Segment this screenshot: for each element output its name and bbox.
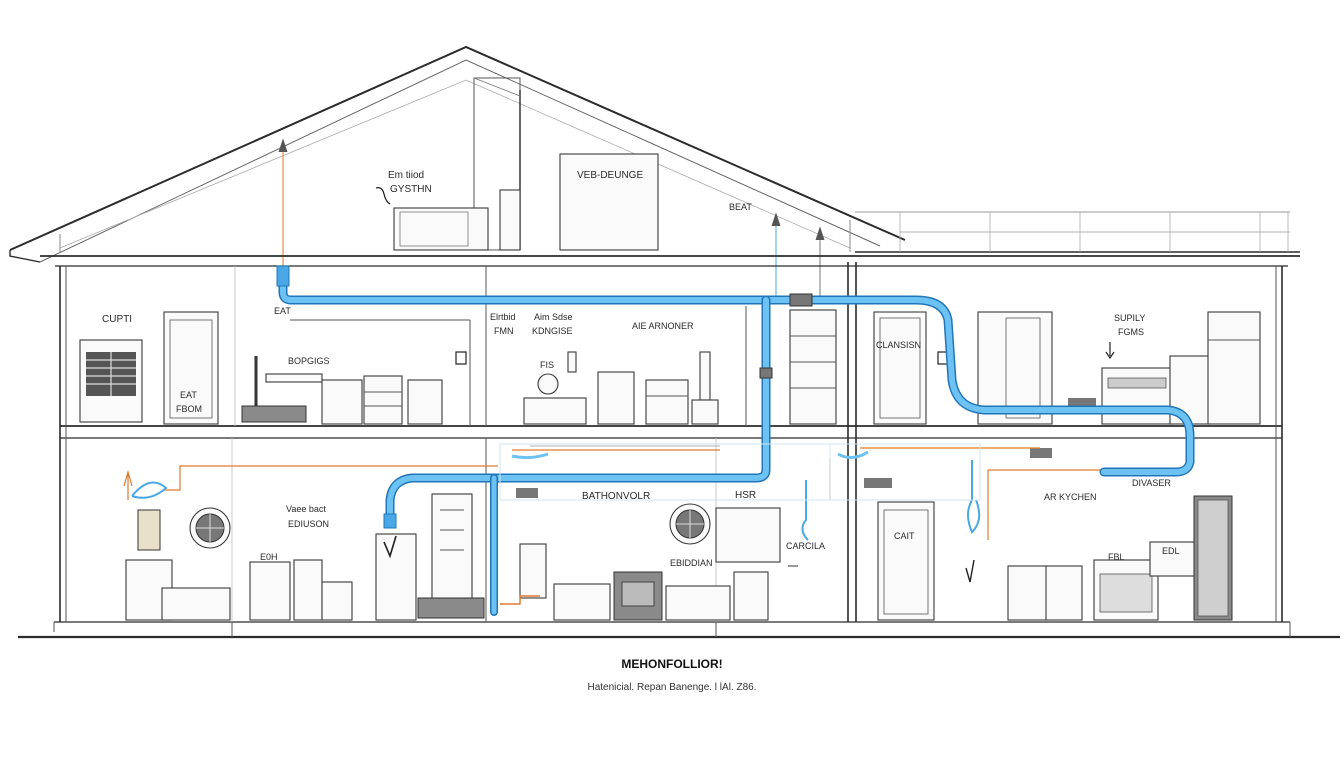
room-labels: Em tiiod GYSTHN VEB-DEUNGE BEAT CUPTI EA… (102, 170, 1180, 568)
lower-left-room-label-2: EDIUSON (288, 519, 329, 529)
attic-right-label: BEAT (729, 202, 752, 212)
lower-carcila-label: CARCILA (786, 541, 825, 551)
upper-far-left-label: CUPTI (102, 314, 132, 325)
lower-floor-furniture (125, 448, 1233, 621)
upper-room-label-1: EAT (180, 390, 197, 400)
upper-floor-furniture (79, 309, 1261, 425)
attic-left-label-2: GYSTHN (390, 184, 432, 195)
upper-supply-label-2: FGMS (1118, 327, 1144, 337)
upper-classen-label: CLANSISN (876, 340, 921, 350)
upper-supply-label-1: SUPILY (1114, 313, 1145, 323)
blue-ductwork (131, 265, 1195, 616)
upper-bogs-label: BOPGIGS (288, 356, 330, 366)
building-structure (18, 255, 1340, 639)
upper-handler-label: AIE ARNONER (632, 321, 694, 331)
footer-subtitle: Hatenicial. Repan Banenge. l lAl. Z86. (588, 682, 757, 693)
attic-unit-label: VEB-DEUNGE (577, 170, 643, 181)
footer-title: MEHONFOLLIOR! (621, 657, 722, 671)
footer-caption: MEHONFOLLIOR! Hatenicial. Repan Banenge.… (588, 657, 757, 693)
lower-left-room-label-1: Vaee bact (286, 504, 326, 514)
terrace-railing (855, 211, 1300, 253)
lower-hsr-label: HSR (735, 490, 756, 501)
lower-edl-label: EDL (1162, 546, 1180, 556)
upper-room-label-2: FBOM (176, 404, 202, 414)
lower-bath-label: BATHONVOLR (582, 491, 650, 502)
lower-dvaser-label: DIVASER (1132, 478, 1171, 488)
lower-kitchen-label: AR KYCHEN (1044, 492, 1097, 502)
lower-ebiddian-label: EBIDDIAN (670, 558, 713, 568)
upper-air-label-1: Aim Sdse (534, 312, 573, 322)
lower-left-eoh-label: E0H (260, 552, 278, 562)
lower-cait-label: CAIT (894, 531, 915, 541)
upper-eat-label: EAT (274, 306, 291, 316)
roof (9, 45, 906, 263)
lower-fbl-label: FBL (1108, 552, 1125, 562)
upper-fan-label-2: FMN (494, 326, 514, 336)
attic-left-label-1: Em tiiod (388, 170, 424, 181)
upper-fis-label: FIS (540, 360, 554, 370)
upper-air-label-2: KDNGISE (532, 326, 573, 336)
attic-equipment (278, 138, 825, 300)
upper-fan-label-1: Elrtbid (490, 312, 516, 322)
